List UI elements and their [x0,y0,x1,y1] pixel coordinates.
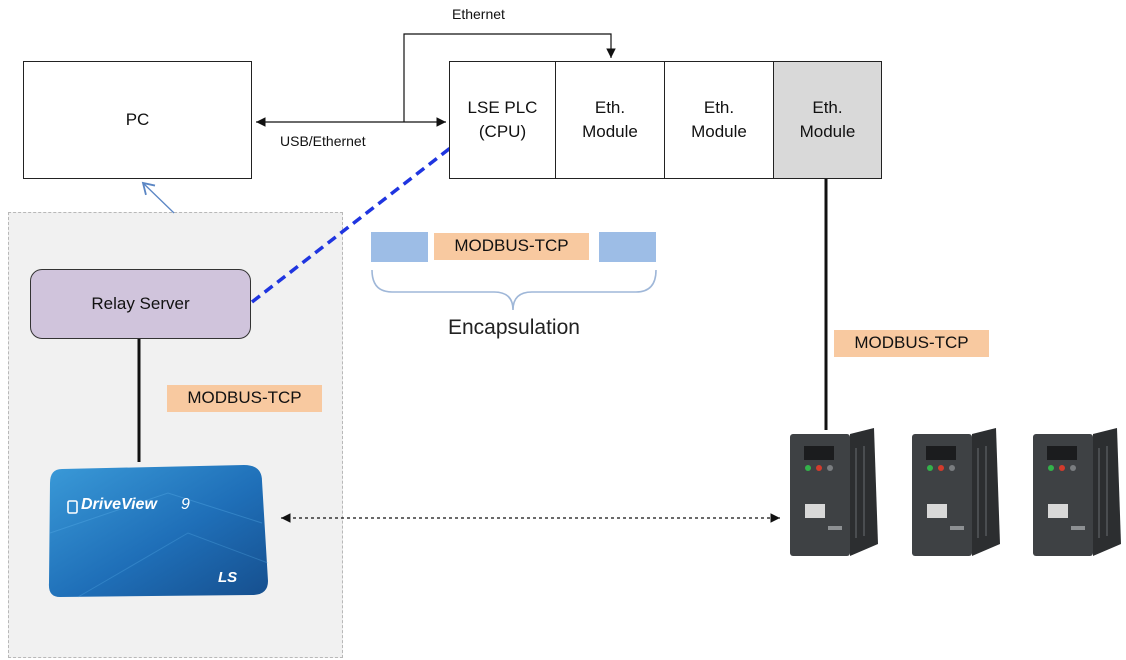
plc-cpu-cell: LSE PLC (CPU) [449,61,556,179]
plc-cpu-label: LSE PLC (CPU) [467,98,538,141]
eth-module-2-label: Eth. Module [691,98,747,141]
eth-module-3-cell: Eth. Module [773,61,882,179]
inverter-drive-1 [790,428,878,556]
relay-server-node: Relay Server [30,269,251,339]
ls-brand-mark: LS [218,569,238,586]
eth-module-3-label: Eth. Module [799,98,856,141]
pc-node: PC [23,61,252,179]
group-to-pc-arrow [141,181,175,214]
packet-trailer-block [599,232,656,262]
driveview-card-art [48,465,269,598]
ethernet-loop-line [403,33,616,122]
encapsulation-label: Encapsulation [448,316,580,339]
usb-ethernet-label: USB/Ethernet [280,133,366,149]
driveview-version: 9 [181,496,190,513]
inverter-drive-2 [912,428,1000,556]
ethernet-label: Ethernet [452,6,505,22]
eth-module-2-cell: Eth. Module [664,61,774,179]
drive-protocol-tag: MODBUS-TCP [834,330,989,357]
relay-protocol-tag: MODBUS-TCP [167,385,322,412]
eth-module-1-cell: Eth. Module [555,61,665,179]
driveview-software-card: DriveView 9 LS [48,463,270,599]
encapsulated-protocol-tag: MODBUS-TCP [434,233,589,260]
packet-header-block [371,232,428,262]
encapsulation-brace [371,269,657,311]
eth-module-1-label: Eth. Module [582,98,638,141]
relay-server-label: Relay Server [91,294,190,313]
inverter-drive-3 [1033,428,1121,556]
pc-label: PC [125,110,150,129]
driveview-product-name: DriveView [81,496,157,513]
